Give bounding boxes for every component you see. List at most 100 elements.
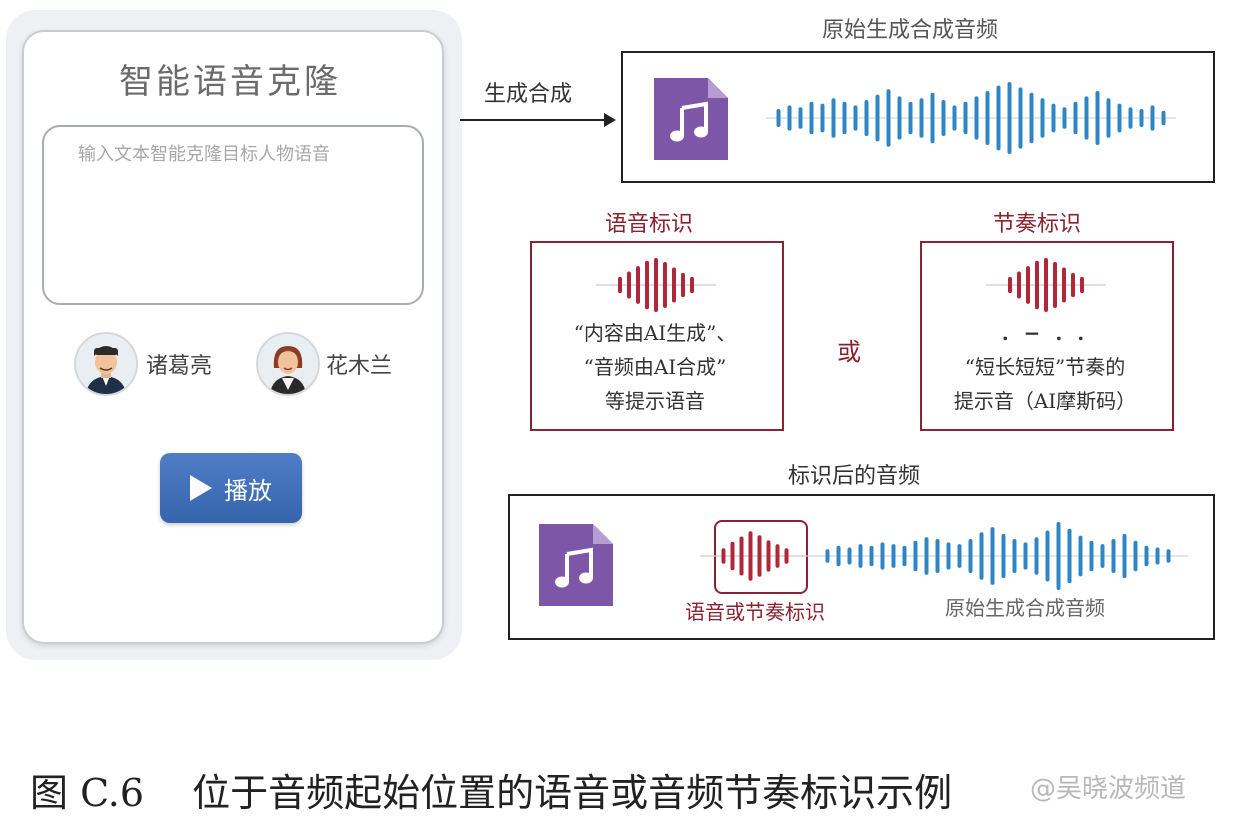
waveform-bar <box>864 100 869 136</box>
marked-original-waveform <box>808 522 1188 590</box>
text-input-box[interactable] <box>42 125 424 305</box>
waveform-bar <box>913 540 918 572</box>
original-waveform <box>766 82 1176 154</box>
waveform-bar <box>930 92 935 144</box>
waveform-bar <box>1056 522 1061 590</box>
waveform-bar <box>968 539 973 573</box>
figure-number: 图 C.6 <box>30 771 145 815</box>
waveform-bar <box>941 100 946 136</box>
text-input-placeholder: 输入文本智能克隆目标人物语音 <box>78 144 330 165</box>
figure-caption-text: 位于音频起始位置的语音或音频节奏标识示例 <box>192 771 953 815</box>
waveform-bar <box>1053 262 1057 308</box>
voice-mark-line: “内容由AI生成”、 <box>573 321 737 345</box>
waveform-bar <box>952 105 957 131</box>
waveform-bar <box>825 549 830 563</box>
waveform-bar <box>919 98 924 138</box>
marked-mark-waveform <box>700 531 810 581</box>
waveform-bar <box>1150 105 1155 131</box>
marked-audio-title: 标识后的音频 <box>788 464 921 489</box>
waveform-bar <box>1034 537 1039 575</box>
waveform-bar <box>1100 544 1105 568</box>
waveform-bar <box>1095 91 1100 145</box>
waveform-bar <box>1017 271 1021 299</box>
waveform-bar <box>1023 542 1028 570</box>
waveform-bar <box>1067 528 1072 584</box>
waveform-bar <box>798 107 803 129</box>
waveform-bar <box>721 548 726 564</box>
waveform-bar <box>645 260 649 310</box>
waveform-bar <box>1062 267 1066 303</box>
original-audio-title: 原始生成合成音频 <box>822 18 999 43</box>
waveform-bar <box>627 271 631 299</box>
right-arrow-icon <box>460 113 616 127</box>
waveform-bar <box>974 96 979 140</box>
voice-mark-line: 等提示语音 <box>605 389 705 413</box>
watermark: @吴晓波频道 <box>1030 774 1187 804</box>
waveform-bar <box>886 89 891 147</box>
waveform-bar <box>996 85 1001 151</box>
character-name-zhugeliang: 诸葛亮 <box>146 354 213 379</box>
waveform-bar <box>739 536 744 576</box>
waveform-bar <box>775 544 780 568</box>
woman-avatar-icon[interactable] <box>256 332 320 396</box>
mark-highlight-box <box>714 520 808 594</box>
waveform-bar <box>654 258 658 312</box>
waveform-bar <box>681 272 685 298</box>
music-file-icon <box>539 524 613 606</box>
waveform-bar <box>836 545 841 567</box>
waveform-bar <box>1122 533 1127 579</box>
waveform-bar <box>924 537 929 575</box>
voice-clone-panel <box>22 30 444 644</box>
waveform-bar <box>1012 539 1017 573</box>
rhythm-pattern: . − . . <box>1001 321 1089 345</box>
waveform-bar <box>1117 103 1122 133</box>
man-avatar-icon[interactable] <box>74 332 138 396</box>
waveform-bar <box>1062 107 1067 129</box>
waveform-bar <box>766 540 771 572</box>
waveform-bar <box>842 101 847 135</box>
waveform-bar <box>730 541 735 571</box>
figure-caption: 图 C.6 位于音频起始位置的语音或音频节奏标识示例 <box>30 762 952 817</box>
waveform-bar <box>858 544 863 568</box>
waveform-bar <box>891 544 896 568</box>
rhythm-mark-waveform <box>986 258 1106 312</box>
waveform-bar <box>1029 92 1034 144</box>
waveform-bar <box>1044 258 1048 312</box>
waveform-bar <box>809 101 814 135</box>
waveform-bar <box>1080 276 1084 294</box>
waveform-bar <box>990 527 995 585</box>
waveform-bar <box>1007 82 1012 154</box>
waveform-bar <box>1035 260 1039 310</box>
waveform-bar <box>946 542 951 570</box>
play-button[interactable]: 播放 <box>160 453 302 523</box>
rhythm-mark-line: “短长短短”节奏的 <box>964 355 1126 379</box>
waveform-bar <box>748 531 753 581</box>
panel-title: 智能语音克隆 <box>119 62 341 102</box>
waveform-bar <box>787 105 792 131</box>
waveform-bar <box>1040 98 1045 138</box>
play-button-label: 播放 <box>224 476 272 505</box>
rhythm-mark-description: . − . . “短长短短”节奏的 提示音（AI摩斯码） <box>922 316 1168 418</box>
waveform-bar <box>1155 547 1160 565</box>
waveform-bar <box>1166 549 1171 563</box>
waveform-bar <box>757 535 762 577</box>
waveform-bar <box>902 545 907 567</box>
play-icon <box>190 475 212 501</box>
waveform-bar <box>1084 96 1089 140</box>
waveform-bar <box>875 94 880 142</box>
waveform-bar <box>1089 540 1094 572</box>
waveform-bar <box>869 545 874 567</box>
or-text: 或 <box>837 338 861 366</box>
waveform-bar <box>1111 539 1116 573</box>
waveform-bar <box>663 262 667 308</box>
waveform-bar <box>963 101 968 135</box>
waveform-bar <box>1133 540 1138 572</box>
waveform-bar <box>1106 98 1111 138</box>
waveform-bar <box>880 542 885 570</box>
waveform-bar <box>908 101 913 135</box>
music-file-icon <box>654 78 728 160</box>
waveform-bar <box>1161 110 1166 126</box>
waveform-bar <box>1128 107 1133 129</box>
rhythm-mark-title: 节奏标识 <box>993 212 1082 237</box>
waveform-bar <box>831 98 836 138</box>
